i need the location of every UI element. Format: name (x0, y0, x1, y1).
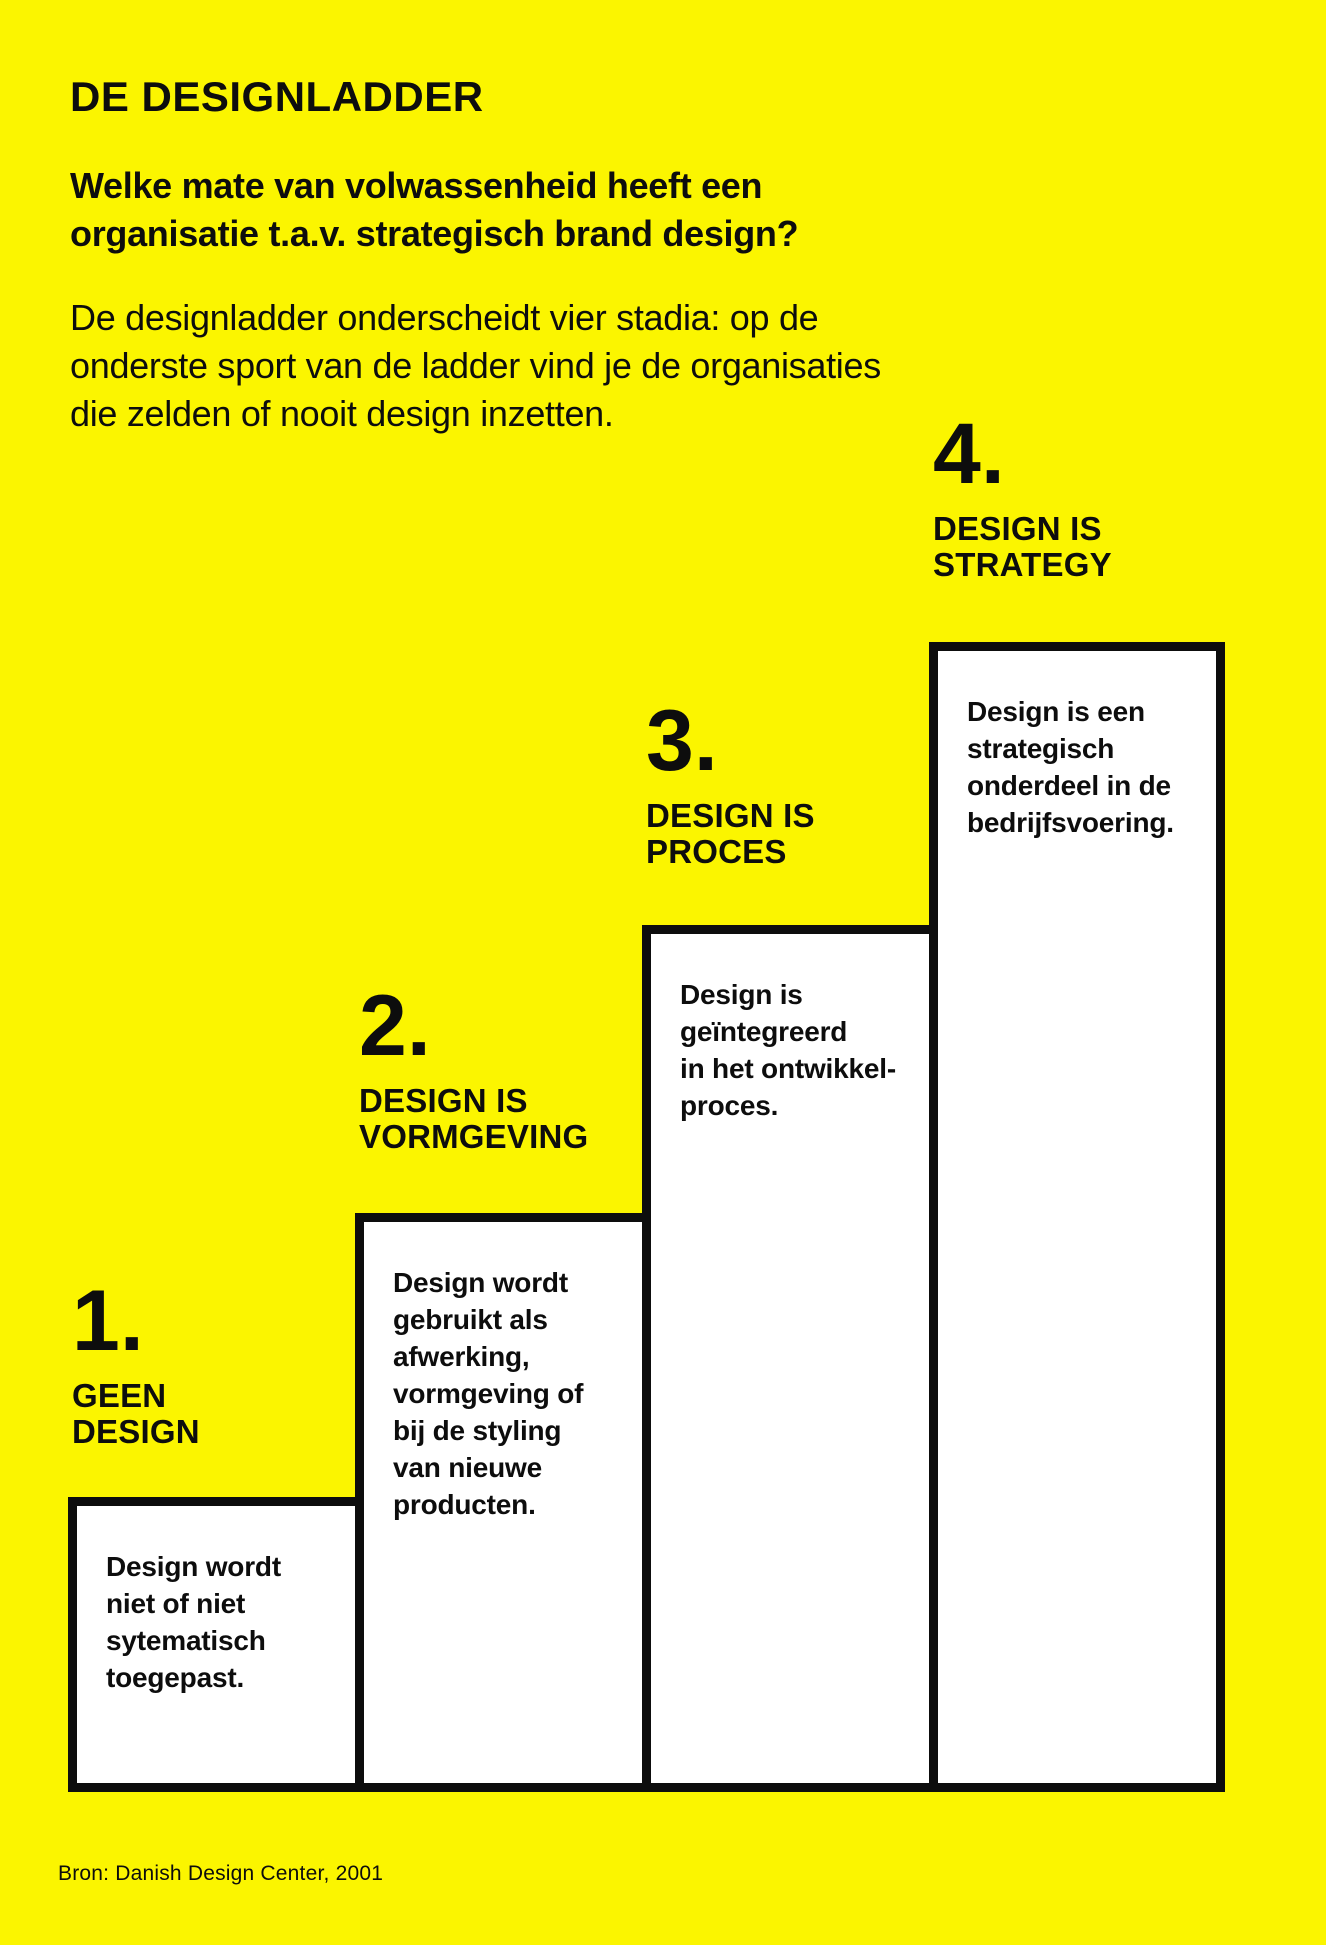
step-2-box: Design wordt gebruikt als afwerking, vor… (355, 1213, 651, 1792)
step-1-box: Design wordt niet of niet sytematisch to… (68, 1497, 364, 1792)
step-4-heading: DESIGN IS STRATEGY (933, 510, 1112, 583)
source-note: Bron: Danish Design Center, 2001 (58, 1862, 384, 1885)
step-1-description: Design wordt niet of niet sytematisch to… (106, 1551, 281, 1693)
step-4-description: Design is een strategisch onderdeel in d… (967, 696, 1174, 838)
step-2-heading: DESIGN IS VORMGEVING (359, 1082, 589, 1155)
step-3-description: Design is geïntegreerd in het ontwikkel-… (680, 979, 896, 1121)
step-4-number: 4. (933, 406, 1005, 502)
step-1-number: 1. (72, 1273, 144, 1369)
step-1-heading: GEEN DESIGN (72, 1377, 200, 1450)
step-3-heading: DESIGN IS PROCES (646, 797, 815, 870)
step-4-box: Design is een strategisch onderdeel in d… (929, 642, 1225, 1792)
step-3-number: 3. (646, 693, 718, 789)
step-4-label: 4. DESIGN IS STRATEGY (933, 411, 1112, 583)
intro-paragraph: De designladder onderscheidt vier stadia… (70, 297, 881, 434)
page-title: DE DESIGNLADDER (70, 73, 484, 120)
step-3-label: 3. DESIGN IS PROCES (646, 698, 815, 870)
step-2-label: 2. DESIGN IS VORMGEVING (359, 983, 588, 1155)
step-3-box: Design is geïntegreerd in het ontwikkel-… (642, 925, 938, 1792)
poster-subtitle: Welke mate van volwassenheid heeft een o… (70, 165, 799, 254)
step-2-description: Design wordt gebruikt als afwerking, vor… (393, 1267, 584, 1520)
step-1-label: 1. GEEN DESIGN (72, 1278, 200, 1450)
step-2-number: 2. (359, 978, 431, 1074)
